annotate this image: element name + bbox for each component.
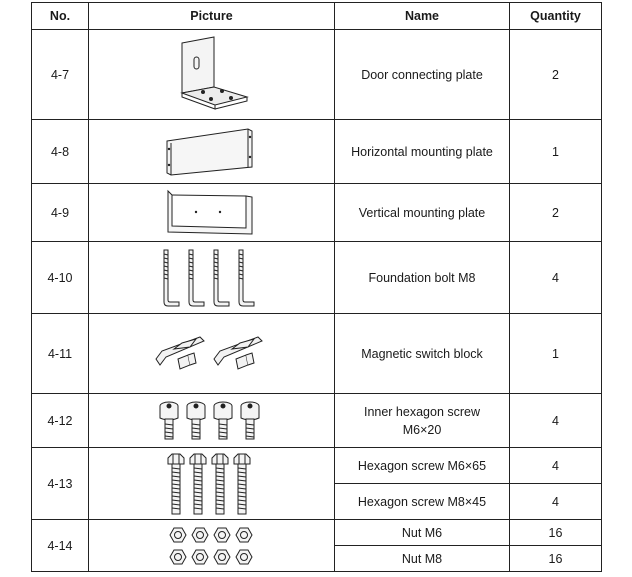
row-quantity: 4 xyxy=(509,241,602,314)
table-row: 4-10 xyxy=(31,241,602,314)
row-name: Nut M6 xyxy=(334,519,510,546)
magnetic-switch-block-icon xyxy=(154,335,263,370)
row-quantity: 4 xyxy=(509,447,602,484)
row-no: 4-12 xyxy=(31,393,89,448)
row-name: Hexagon screw M6×65 xyxy=(334,447,510,484)
table-row: 4-9 Vertical mounting plate 2 xyxy=(31,183,602,242)
header-quantity: Quantity xyxy=(509,2,602,30)
table-row: 4-11 Magnetic xyxy=(31,313,602,394)
header-no: No. xyxy=(31,2,89,30)
row-no: 4-14 xyxy=(31,519,89,572)
row-quantity: 16 xyxy=(509,519,602,546)
row-name-line2: M6×20 xyxy=(402,422,442,437)
row-name: Hexagon screw M8×45 xyxy=(334,483,510,520)
door-connecting-plate-icon xyxy=(179,35,249,110)
row-no: 4-13 xyxy=(31,447,89,520)
table-row: 4-13 xyxy=(31,447,602,520)
inner-hexagon-screw-icon xyxy=(159,401,259,439)
table-row: 4-7 Door connecting plate xyxy=(31,29,602,120)
row-quantity: 1 xyxy=(509,313,602,394)
row-name: Magnetic switch block xyxy=(334,313,510,394)
header-name: Name xyxy=(334,2,510,30)
row-quantity: 4 xyxy=(509,393,602,448)
row-no: 4-9 xyxy=(31,183,89,242)
row-no: 4-10 xyxy=(31,241,89,314)
horizontal-mounting-plate-icon xyxy=(166,127,252,176)
row-no: 4-7 xyxy=(31,29,89,120)
row-name: Door connecting plate xyxy=(334,29,510,120)
row-name: Inner hexagon screw M6×20 xyxy=(334,393,510,448)
row-quantity: 4 xyxy=(509,483,602,520)
table-row: Hexagon screw M8×45 4 xyxy=(32,483,602,520)
row-name: Nut M8 xyxy=(334,545,510,572)
table-row: 4-8 Horizontal mounting plate 1 xyxy=(31,119,602,184)
table-row: Nut M8 16 xyxy=(32,545,602,572)
table-row: 4-14 xyxy=(31,519,602,572)
table-header-row: No. Picture Name Quantity xyxy=(31,2,602,30)
table-row: 4-12 xyxy=(31,393,602,448)
row-name: Vertical mounting plate xyxy=(334,183,510,242)
nut-icon xyxy=(168,527,253,564)
row-name-line1: Inner hexagon screw xyxy=(363,404,481,419)
row-quantity: 1 xyxy=(509,119,602,184)
row-no: 4-8 xyxy=(31,119,89,184)
hexagon-screw-icon xyxy=(167,453,250,514)
row-name: Foundation bolt M8 xyxy=(334,241,510,314)
row-quantity: 2 xyxy=(509,29,602,120)
row-name: Horizontal mounting plate xyxy=(334,119,510,184)
header-picture: Picture xyxy=(88,2,335,30)
row-quantity: 2 xyxy=(509,183,602,242)
parts-table: No. Picture Name Quantity 4-7 xyxy=(31,2,602,572)
vertical-mounting-plate-icon xyxy=(167,189,252,235)
row-no: 4-11 xyxy=(31,313,89,394)
row-quantity: 16 xyxy=(509,545,602,572)
foundation-bolt-icon xyxy=(163,249,254,306)
